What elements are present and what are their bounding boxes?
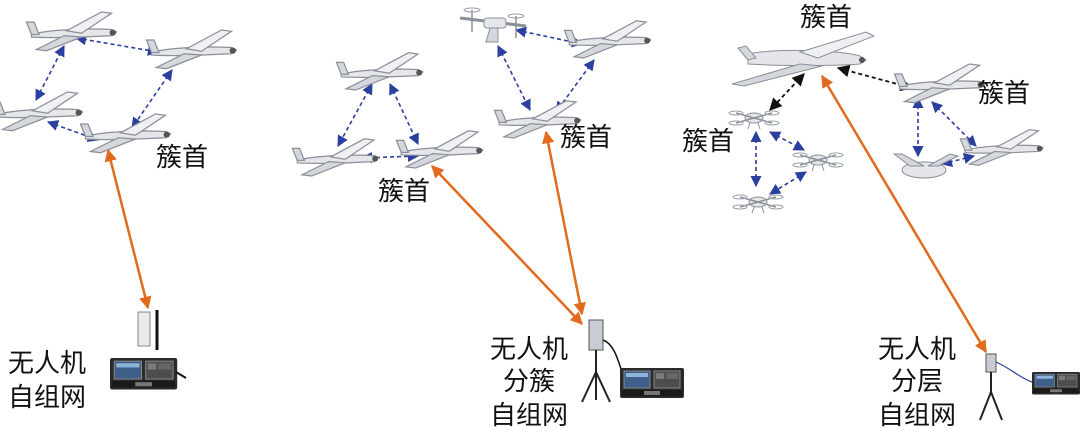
network-label-line-2: 自组网 [8, 383, 87, 413]
panel-clustered-network [291, 7, 685, 403]
cluster-head-label: 簇首 [800, 3, 853, 33]
network-label-line-1: 无人机 [489, 335, 568, 365]
fixed-wing-uav-icon [959, 129, 1044, 166]
cluster-head-label: 簇首 [560, 123, 613, 153]
quadrotor-uav-icon [792, 152, 844, 172]
cluster-head-label: 簇首 [378, 177, 431, 207]
ground-control-station-icon [109, 357, 178, 391]
network-label-line-2: 分层 [890, 367, 943, 397]
network-label-line-1: 无人机 [8, 349, 87, 379]
network-label-line-3: 自组网 [877, 401, 956, 431]
dashed-links [750, 96, 977, 195]
large-uav-icon [731, 31, 876, 87]
antenna-icon [137, 310, 159, 350]
fixed-wing-uav-icon [892, 153, 960, 179]
fixed-wing-uav-icon [893, 63, 986, 104]
cluster-head-label: 簇首 [978, 79, 1031, 109]
network-label-line-3: 自组网 [489, 401, 568, 431]
backhaul-link-right [542, 130, 586, 316]
backhaul-link [820, 74, 988, 354]
fixed-wing-uav-icon [25, 11, 118, 52]
quadrotor-uav-icon [732, 194, 784, 214]
cluster-head-label: 簇首 [682, 127, 735, 157]
quadrotor-uav-icon [728, 110, 780, 130]
fixed-wing-uav-icon [0, 91, 84, 132]
panel-hierarchical-network [728, 31, 1080, 421]
backhaul-link [104, 148, 152, 310]
antenna-icon [581, 319, 611, 403]
ground-control-station-icon [1031, 371, 1080, 395]
network-label-line-2: 分簇 [502, 367, 555, 397]
backhaul-link-left [431, 165, 583, 325]
vtol-uav-icon [459, 7, 527, 43]
network-label-line-1: 无人机 [877, 335, 956, 365]
cluster-head-label: 簇首 [156, 143, 209, 173]
antenna-icon [979, 353, 1003, 421]
fixed-wing-uav-icon [145, 29, 238, 70]
fixed-wing-uav-icon [563, 20, 652, 59]
cluster-head-uav-icon [395, 130, 484, 169]
ground-control-station-icon [619, 367, 685, 399]
fixed-wing-uav-icon [335, 52, 424, 91]
panel-flat-network [0, 11, 238, 391]
fixed-wing-uav-icon [291, 138, 380, 177]
